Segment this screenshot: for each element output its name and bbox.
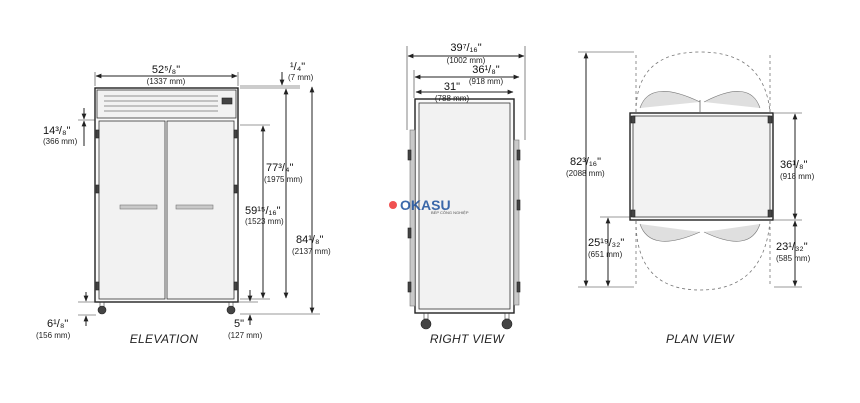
right-overall-depth-value: 39⁷/₁₆" <box>450 42 481 54</box>
right-casters <box>420 312 513 330</box>
watermark-brand: OKASU <box>400 197 451 213</box>
okasu-watermark: OKASU BẾP CÔNG NGHIỆP <box>389 197 469 215</box>
elevation-overall-mm: (2137 mm) <box>292 247 331 256</box>
plan-view-label: PLAN VIEW <box>666 332 735 346</box>
plan-swing-total-value: 82³/₁₆" <box>570 156 601 168</box>
elevation-top-offset-mm: (7 mm) <box>288 73 314 82</box>
hinge-icon <box>767 115 773 124</box>
hinge-icon <box>630 209 636 218</box>
elevation-door-top-value: 77³/₄" <box>266 162 293 174</box>
hinge-icon <box>630 115 636 124</box>
hinge-icon <box>233 129 238 139</box>
right-view-label: RIGHT VIEW <box>430 332 506 346</box>
elevation-overall-value: 84¹/₈" <box>296 234 324 246</box>
elevation-view: 52⁵/₈" (1337 mm) ¹/₄" (7 mm) 14³/₈" (366… <box>36 61 331 346</box>
right-view: 39⁷/₁₆" (1002 mm) 36¹/₈" (918 mm) 31" (7… <box>406 42 526 346</box>
hinge-icon <box>516 149 521 161</box>
elevation-casters <box>97 301 236 315</box>
right-door-edge <box>409 129 416 307</box>
plan-door-swing-front <box>635 220 771 291</box>
elevation-door-top-mm: (1975 mm) <box>264 175 303 184</box>
right-overall-depth-mm: (1002 mm) <box>447 56 486 65</box>
hinge-icon <box>516 281 521 293</box>
elevation-door-height-value: 59¹⁵/₁₆" <box>245 205 281 217</box>
elevation-right-door <box>166 120 235 300</box>
right-body-depth-value: 36¹/₈" <box>472 64 500 76</box>
brand-logo-icon <box>389 201 397 209</box>
elevation-leg-value: 6¹/₈" <box>47 318 68 330</box>
watermark-tagline: BẾP CÔNG NGHIỆP <box>431 210 469 215</box>
hinge-icon <box>516 199 521 211</box>
plan-door-swing-rear <box>635 51 771 113</box>
elevation-caster-mm: (127 mm) <box>228 331 263 340</box>
elevation-left-door <box>98 120 166 300</box>
hinge-icon <box>407 149 412 161</box>
right-body-depth-mm: (918 mm) <box>469 77 504 86</box>
hinge-icon <box>95 281 100 291</box>
plan-depth-mm: (918 mm) <box>780 172 815 181</box>
elevation-door-height-mm: (1523 mm) <box>245 217 284 226</box>
elevation-label: ELEVATION <box>130 332 199 346</box>
right-cabinet-depth-value: 31" <box>444 81 460 93</box>
door-handle-icon <box>175 204 214 210</box>
elevation-width-value: 52⁵/₈" <box>152 64 180 76</box>
elevation-grille-value: 14³/₈" <box>43 125 71 137</box>
hinge-icon <box>233 184 238 194</box>
hinge-icon <box>407 227 412 239</box>
plan-depth-value: 36¹/₈" <box>780 159 808 171</box>
elevation-width-mm: (1337 mm) <box>147 77 186 86</box>
hinge-icon <box>767 209 773 218</box>
elevation-caster-value: 5" <box>234 318 244 330</box>
plan-back-swing-mm: (585 mm) <box>776 254 811 263</box>
plan-swing-total-mm: (2088 mm) <box>566 169 605 178</box>
plan-front-swing-value: 25¹⁹/₃₂" <box>588 237 624 249</box>
hinge-icon <box>95 129 100 139</box>
right-cabinet-depth-mm: (788 mm) <box>435 94 470 103</box>
hinge-icon <box>233 281 238 291</box>
right-back-edge <box>513 139 520 306</box>
elevation-grille-mm: (366 mm) <box>43 137 78 146</box>
elevation-grille <box>96 89 237 119</box>
hinge-icon <box>407 281 412 293</box>
plan-view: 82³/₁₆" (2088 mm) 36¹/₈" (918 mm) 25¹⁹/₃… <box>566 51 815 346</box>
door-handle-icon <box>119 204 158 210</box>
plan-back-swing-value: 23¹/₃₂" <box>776 241 808 253</box>
elevation-top-offset-value: ¹/₄" <box>290 61 305 73</box>
hinge-icon <box>95 184 100 194</box>
plan-front-swing-mm: (651 mm) <box>588 250 623 259</box>
elevation-leg-mm: (156 mm) <box>36 331 71 340</box>
